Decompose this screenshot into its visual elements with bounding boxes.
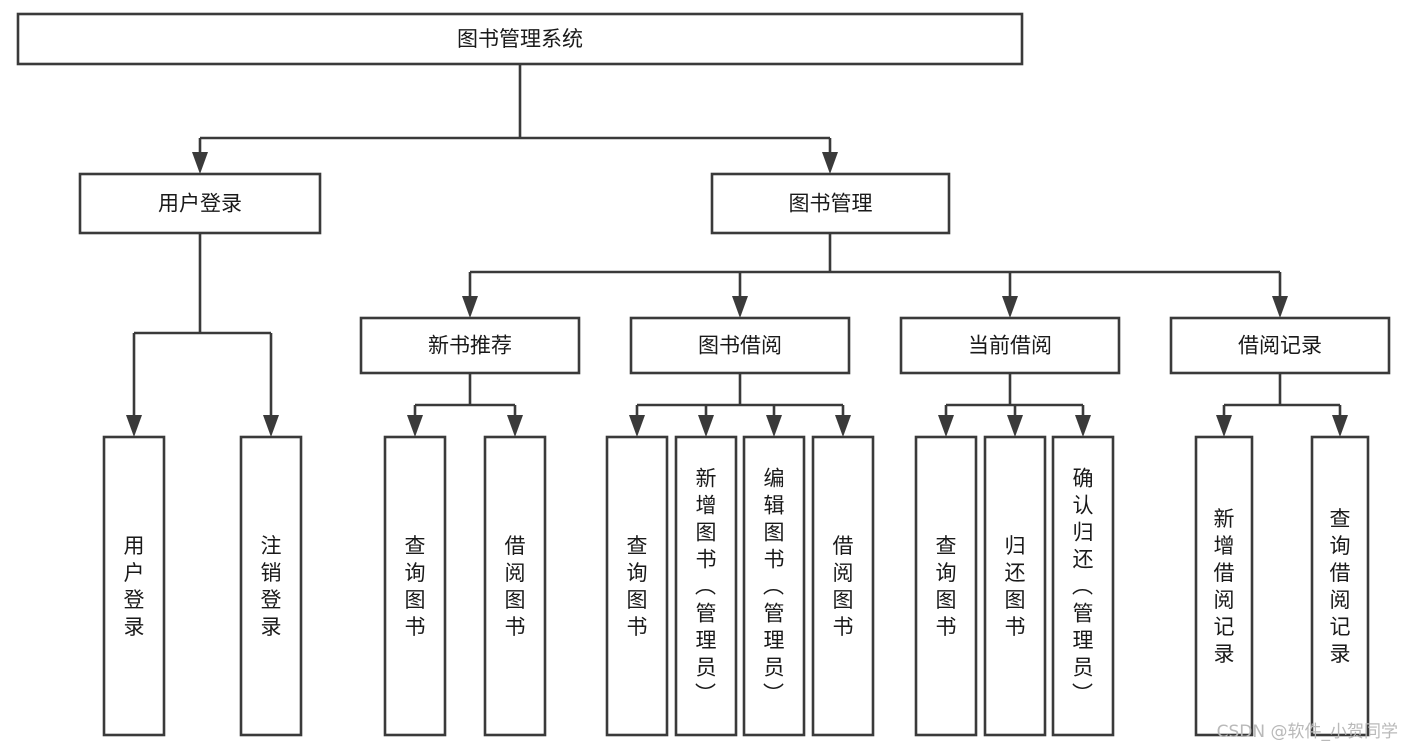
arrow-head-icon — [732, 296, 748, 318]
node-box — [383, 435, 447, 737]
node-label: 查询图书 — [405, 534, 426, 639]
node-box — [899, 316, 1121, 375]
connector-newbook-to-leaves — [413, 373, 517, 416]
node-leaf[interactable]: 查询借阅记录 — [1310, 435, 1370, 737]
node-label: 用户登录 — [158, 192, 242, 216]
node-label: 注销登录 — [261, 534, 282, 639]
connector-userlogin-to-leaves — [132, 233, 273, 416]
arrow-head-icon — [1332, 415, 1348, 437]
arrow-head-icon — [938, 415, 954, 437]
node-box — [629, 316, 851, 375]
connector-root-to-level1 — [198, 64, 832, 153]
arrow-head-icon — [1272, 296, 1288, 318]
arrow-head-icon — [1075, 415, 1091, 437]
node-box — [710, 172, 951, 235]
node-label: 图书借阅 — [698, 334, 782, 358]
connector-bookmgmt-to-level2 — [468, 233, 1282, 297]
node-box — [811, 435, 875, 737]
node-label: 查询图书 — [627, 534, 648, 639]
arrow-head-icon — [192, 152, 208, 174]
arrow-head-icon — [1002, 296, 1018, 318]
node-label: 新书推荐 — [428, 334, 512, 358]
node-label: 借阅图书 — [505, 534, 526, 639]
node-label: 借阅记录 — [1238, 334, 1322, 358]
node-label: 当前借阅 — [968, 334, 1052, 358]
node-label: 新增借阅记录 — [1214, 507, 1235, 666]
connector-borrow-to-leaves — [635, 373, 845, 416]
node-box — [674, 435, 738, 737]
arrow-head-icon — [407, 415, 423, 437]
node-label: 用户登录 — [124, 534, 145, 639]
node-leaf[interactable]: 查询图书 — [605, 435, 669, 737]
node-box — [742, 435, 806, 737]
arrow-head-icon — [698, 415, 714, 437]
arrow-head-icon — [1216, 415, 1232, 437]
node-box — [605, 435, 669, 737]
arrow-head-icon — [1007, 415, 1023, 437]
node-label: 确认归还︵管理员︶ — [1072, 467, 1094, 707]
arrow-head-icon — [462, 296, 478, 318]
node-label: 借阅图书 — [833, 534, 854, 639]
node-leaf[interactable]: 用户登录 — [102, 435, 166, 737]
node-leaf[interactable]: 查询图书 — [383, 435, 447, 737]
node-level2[interactable]: 图书借阅 — [629, 316, 851, 375]
node-leaf[interactable]: 借阅图书 — [811, 435, 875, 737]
node-leaf[interactable]: 新增图书︵管理员︶ — [674, 435, 738, 737]
connectors-layer — [126, 64, 1348, 437]
node-leaf[interactable]: 注销登录 — [239, 435, 303, 737]
node-leaf[interactable]: 确认归还︵管理员︶ — [1051, 435, 1115, 737]
arrow-head-icon — [507, 415, 523, 437]
arrow-head-icon — [766, 415, 782, 437]
node-box — [1051, 435, 1115, 737]
node-label: 新增图书︵管理员︶ — [695, 467, 717, 707]
node-box — [1169, 316, 1391, 375]
node-box — [914, 435, 978, 737]
arrow-head-icon — [835, 415, 851, 437]
connector-record-to-leaves — [1222, 373, 1342, 416]
node-box — [102, 435, 166, 737]
node-level1[interactable]: 图书管理 — [710, 172, 951, 235]
nodes-layer: 图书管理系统用户登录图书管理新书推荐图书借阅当前借阅借阅记录用户登录注销登录查询… — [16, 12, 1391, 737]
node-box — [78, 172, 322, 235]
node-box — [359, 316, 581, 375]
arrow-head-icon — [822, 152, 838, 174]
node-level2[interactable]: 借阅记录 — [1169, 316, 1391, 375]
node-leaf[interactable]: 查询图书 — [914, 435, 978, 737]
node-label: 查询图书 — [936, 534, 957, 639]
node-leaf[interactable]: 新增借阅记录 — [1194, 435, 1254, 737]
node-root[interactable]: 图书管理系统 — [16, 12, 1024, 66]
node-box — [239, 435, 303, 737]
node-box — [983, 435, 1047, 737]
node-box — [483, 435, 547, 737]
node-label: 图书管理系统 — [457, 27, 583, 51]
node-label: 图书管理 — [789, 192, 873, 216]
node-level2[interactable]: 新书推荐 — [359, 316, 581, 375]
arrow-head-icon — [126, 415, 142, 437]
node-box — [1194, 435, 1254, 737]
arrow-head-icon — [263, 415, 279, 437]
node-box — [1310, 435, 1370, 737]
node-box — [16, 12, 1024, 66]
node-leaf[interactable]: 编辑图书︵管理员︶ — [742, 435, 806, 737]
node-leaf[interactable]: 归还图书 — [983, 435, 1047, 737]
node-level2[interactable]: 当前借阅 — [899, 316, 1121, 375]
node-level1[interactable]: 用户登录 — [78, 172, 322, 235]
node-label: 查询借阅记录 — [1330, 507, 1351, 666]
connector-current-to-leaves — [944, 373, 1085, 416]
node-label: 编辑图书︵管理员︶ — [763, 467, 785, 707]
node-leaf[interactable]: 借阅图书 — [483, 435, 547, 737]
arrow-head-icon — [629, 415, 645, 437]
watermark-label: CSDN @软件_小贺同学 — [1217, 722, 1398, 742]
node-label: 归还图书 — [1005, 534, 1026, 639]
